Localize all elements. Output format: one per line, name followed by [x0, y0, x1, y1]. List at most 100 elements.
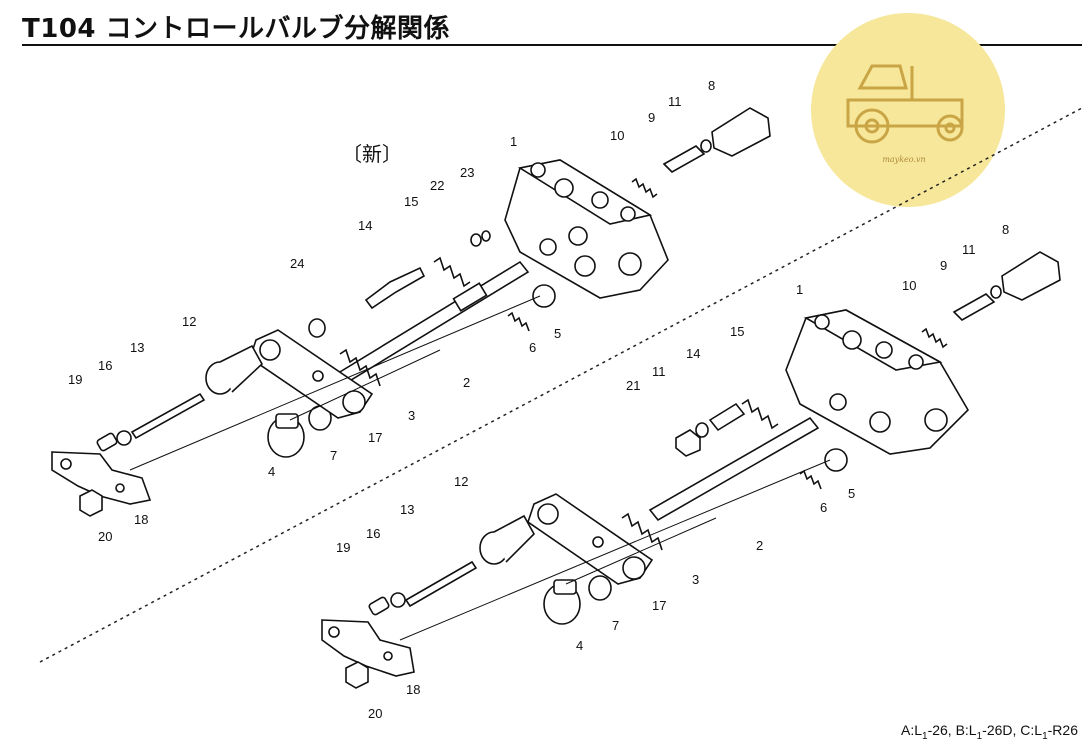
part-5-upper — [532, 284, 556, 308]
cap-4-lower — [543, 579, 581, 625]
plug-8-lower — [1001, 251, 1061, 301]
callout-4-lower: 4 — [576, 638, 583, 653]
callout-11b-lower: 11 — [962, 242, 976, 257]
model-applicability-note: A:L1-26, B:L1-26D, C:L1-R26 — [901, 722, 1078, 742]
callout-21-lower: 21 — [626, 378, 640, 393]
callouts-lower: 1 2 3 4 5 6 7 8 9 10 11 11 12 13 14 15 1… — [336, 222, 1009, 721]
model-c: C:L — [1020, 722, 1043, 738]
spring-10-upper — [631, 177, 658, 199]
valve-body-lower — [785, 309, 970, 455]
callout-11a-lower: 11 — [652, 364, 666, 379]
callout-16-upper: 16 — [98, 358, 112, 373]
callout-10-lower: 10 — [902, 278, 916, 293]
nut-20-upper — [79, 489, 103, 517]
model-a: A:L — [900, 722, 922, 738]
callout-2-upper: 2 — [463, 375, 470, 390]
oring-24-upper — [308, 318, 326, 338]
divider-line — [39, 107, 1083, 663]
callout-20-lower: 20 — [368, 706, 382, 721]
callout-15-upper: 15 — [404, 194, 418, 209]
page-title: T104 コントロールバルブ分解関係 — [22, 14, 451, 44]
callout-19-lower: 19 — [336, 540, 350, 555]
callout-3-lower: 3 — [692, 572, 699, 587]
model-b-sub: 1 — [976, 730, 983, 742]
variant-label: 〔新〕 — [342, 142, 402, 166]
spring-3-upper — [339, 348, 381, 387]
part-5-lower — [824, 448, 848, 472]
callout-12-lower: 12 — [454, 474, 468, 489]
plate-17-lower — [527, 493, 654, 585]
callout-1-upper: 1 — [510, 134, 517, 149]
callout-20-upper: 20 — [98, 529, 112, 544]
spring-3-lower — [621, 512, 663, 551]
oring-11-lower-b — [990, 285, 1002, 299]
cap-4-upper — [267, 413, 305, 458]
part-9-upper — [662, 145, 706, 173]
model-b: B:L — [955, 722, 977, 738]
part-9-lower — [952, 293, 996, 321]
callout-17-upper: 17 — [368, 430, 382, 445]
spool-lower — [648, 416, 820, 522]
model-c-sub: 1 — [1042, 730, 1048, 742]
callout-12-upper: 12 — [182, 314, 196, 329]
lower-assembly — [321, 251, 1061, 689]
callout-3-upper: 3 — [408, 408, 415, 423]
callout-23-upper: 23 — [460, 165, 474, 180]
part-16-lower — [390, 592, 406, 608]
callout-7-lower: 7 — [612, 618, 619, 633]
callout-8-lower: 8 — [1002, 222, 1009, 237]
oring-7-lower — [588, 575, 612, 601]
rod-13-lower — [404, 560, 478, 608]
watermark-text: maykeo.vn — [882, 155, 925, 164]
callout-6-upper: 6 — [529, 340, 536, 355]
callout-5-upper: 5 — [554, 326, 561, 341]
callout-10-upper: 10 — [610, 128, 624, 143]
callout-14-upper: 14 — [358, 218, 372, 233]
upper-assembly — [51, 107, 771, 517]
callout-18-upper: 18 — [134, 512, 148, 527]
callout-2-lower: 2 — [756, 538, 763, 553]
callout-6-lower: 6 — [820, 500, 827, 515]
spring-15-lower — [741, 398, 779, 430]
part-12-lower — [479, 514, 535, 565]
part-12-upper — [205, 344, 264, 395]
part-19-upper — [96, 432, 118, 452]
valve-body-upper — [504, 159, 669, 299]
callout-1-lower: 1 — [796, 282, 803, 297]
spring-6-lower — [799, 469, 822, 490]
rod-13-upper — [130, 392, 206, 440]
callout-19-upper: 19 — [68, 372, 82, 387]
plug-8-upper — [711, 107, 771, 157]
model-c-tail: -R26 — [1047, 722, 1078, 738]
callout-9-lower: 9 — [940, 258, 947, 273]
callouts-upper: 1 2 3 4 5 6 7 8 9 10 11 12 13 14 15 16 1… — [68, 78, 715, 544]
bracket-18-lower — [321, 619, 415, 677]
spring-10-lower — [921, 327, 948, 349]
model-a-sub: 1 — [922, 730, 928, 742]
callout-15-lower: 15 — [730, 324, 744, 339]
callout-8-upper: 8 — [708, 78, 715, 93]
part-14-upper — [364, 266, 426, 310]
callout-13-upper: 13 — [130, 340, 144, 355]
oring-11-upper — [700, 139, 712, 153]
part-19-lower — [368, 596, 390, 616]
watermark-logo: maykeo.vn — [811, 13, 1005, 207]
part-21-lower — [675, 429, 701, 457]
part-23-upper — [481, 230, 491, 242]
callout-11-upper: 11 — [668, 94, 682, 109]
callout-16-lower: 16 — [366, 526, 380, 541]
title-underline — [22, 44, 1082, 46]
callout-5-lower: 5 — [848, 486, 855, 501]
oring-11-lower-a — [695, 422, 709, 438]
spring-6-upper — [507, 311, 530, 332]
callout-13-lower: 13 — [400, 502, 414, 517]
part-16-upper — [116, 430, 132, 446]
callout-9-upper: 9 — [648, 110, 655, 125]
callout-14-lower: 14 — [686, 346, 700, 361]
model-b-tail: -26D, — [982, 722, 1017, 738]
callout-17-lower: 17 — [652, 598, 666, 613]
callout-24-upper: 24 — [290, 256, 304, 271]
callout-4-upper: 4 — [268, 464, 275, 479]
spring-15-upper — [433, 256, 471, 288]
